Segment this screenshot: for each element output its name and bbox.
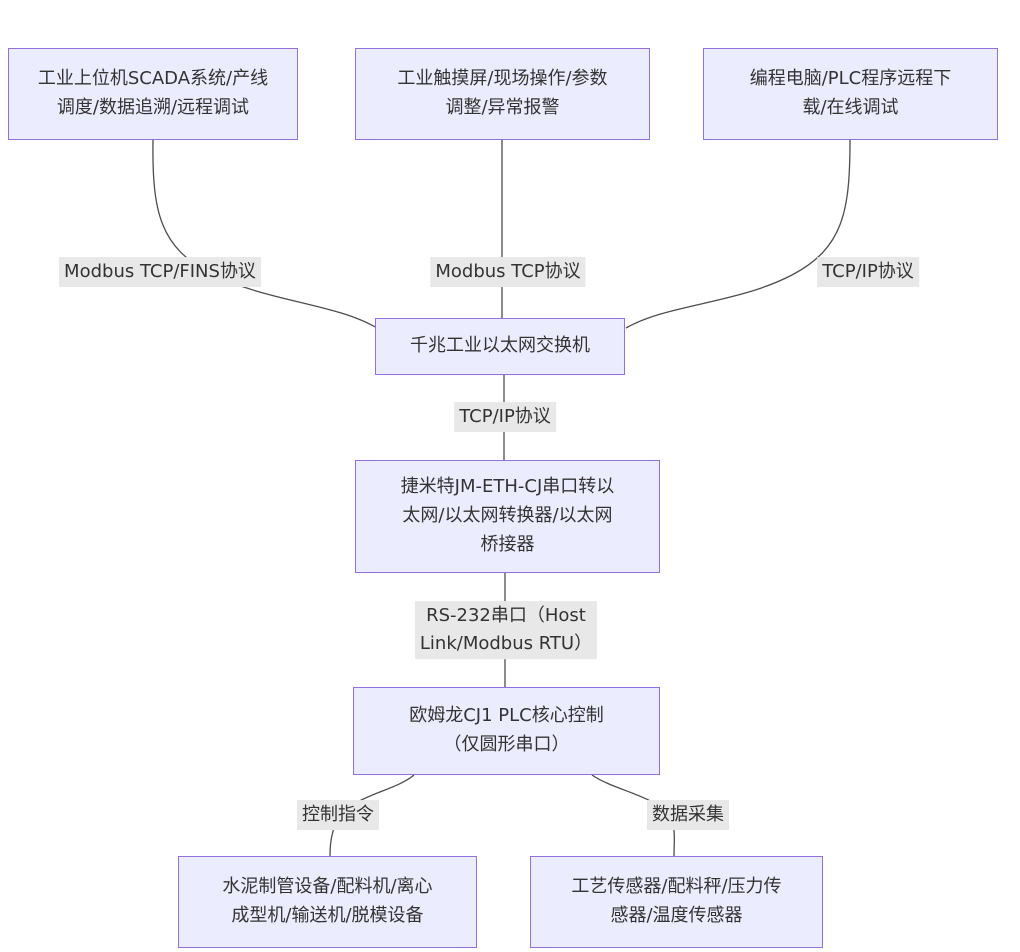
node-process-sensors: 工艺传感器/配料秤/压力传 感器/温度传感器 [530,856,823,948]
edge-label-tcp-ip-top: TCP/IP协议 [817,257,919,287]
edge-label-modbus-tcp: Modbus TCP协议 [430,257,586,287]
node-serial-converter: 捷米特JM-ETH-CJ串口转以 太网/以太网转换器/以太网 桥接器 [355,460,660,573]
edge-label-rs232: RS-232串口（Host Link/Modbus RTU） [414,601,598,659]
edge-label-data-acq: 数据采集 [647,800,729,830]
edge-label-modbus-tcp-fins: Modbus TCP/FINS协议 [59,257,261,287]
edge-scada-to-switch [152,139,378,329]
node-hmi-touchscreen: 工业触摸屏/现场操作/参数 调整/异常报警 [355,48,650,140]
node-ethernet-switch: 千兆工业以太网交换机 [375,318,625,375]
node-scada-host: 工业上位机SCADA系统/产线 调度/数据追溯/远程调试 [8,48,298,140]
edge-pc-to-switch [625,139,851,329]
node-omron-plc: 欧姆龙CJ1 PLC核心控制 （仅圆形串口） [353,687,660,775]
edge-label-tcp-ip-mid: TCP/IP协议 [454,402,556,432]
node-pipe-equipment: 水泥制管设备/配料机/离心 成型机/输送机/脱模设备 [178,856,477,948]
node-programming-pc: 编程电脑/PLC程序远程下 载/在线调试 [703,48,998,140]
edge-label-control-cmd: 控制指令 [297,800,379,830]
